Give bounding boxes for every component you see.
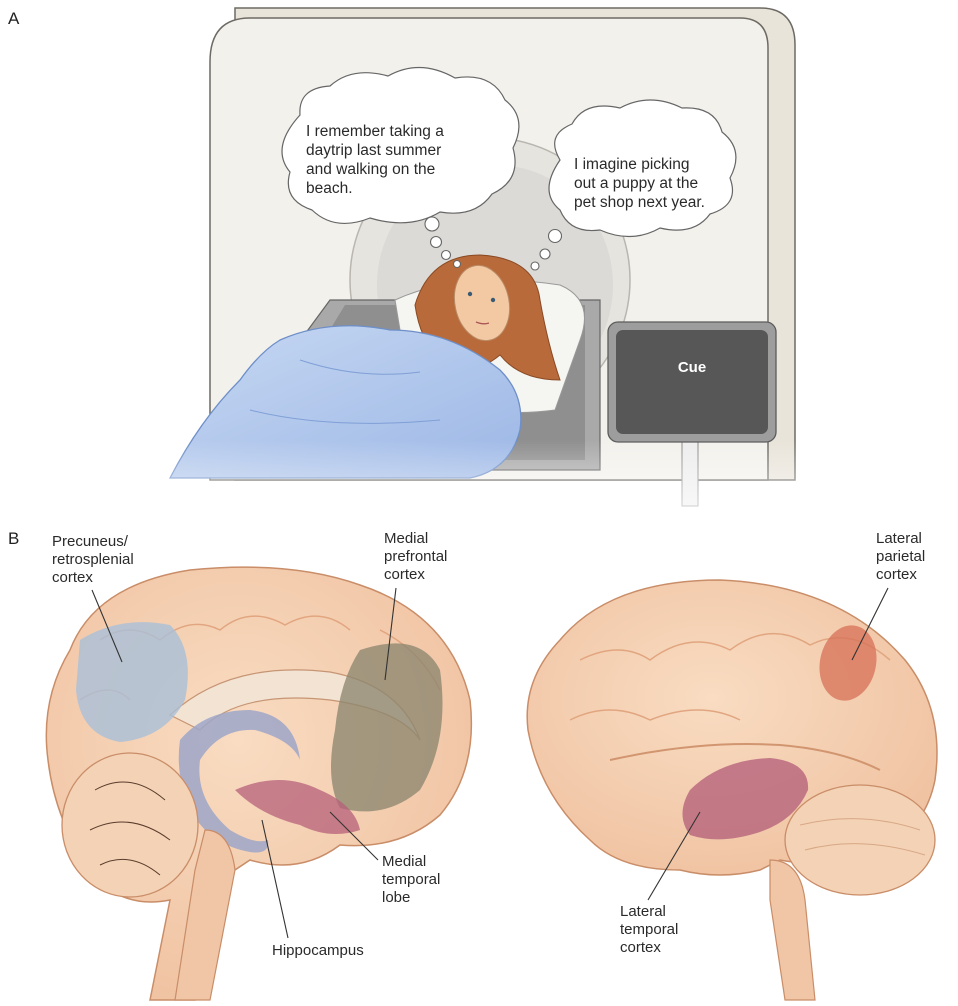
panel-b-letter: B [8, 529, 19, 548]
thought-past-line-2: daytrip last summer [306, 142, 441, 159]
cerebellum [62, 753, 198, 897]
label-lateral-parietal-line-3: cortex [876, 566, 917, 583]
label-precuneus-line-1: Precuneus/ [52, 533, 129, 550]
panel-a-letter: A [8, 9, 20, 28]
label-medial-prefrontal-line-2: prefrontal [384, 548, 447, 565]
thought-past-line-4: beach. [306, 180, 353, 197]
lateral-brain [527, 580, 937, 1000]
label-lateral-temporal-line-3: cortex [620, 939, 661, 956]
label-lateral-temporal-line-2: temporal [620, 921, 678, 938]
label-lateral-temporal-line-1: Lateral [620, 903, 666, 920]
label-precuneus-line-3: cortex [52, 569, 93, 586]
label-medial-temporal-line-1: Medial [382, 853, 426, 870]
label-medial-prefrontal-line-3: cortex [384, 566, 425, 583]
label-precuneus-line-2: retrosplenial [52, 551, 134, 568]
lateral-brainstem [770, 860, 815, 1000]
label-lateral-parietal-line-1: Lateral [876, 530, 922, 547]
thought-past-line-1: I remember taking a [306, 123, 444, 140]
label-lateral-parietal-line-2: parietal [876, 548, 925, 565]
thought-past-line-3: and walking on the [306, 161, 435, 178]
label-medial-temporal-line-3: lobe [382, 889, 410, 906]
thought-future-line-2: out a puppy at the [574, 175, 698, 192]
thought-future-line-1: I imagine picking [574, 156, 689, 173]
thought-future-line-3: pet shop next year. [574, 194, 705, 211]
label-medial-prefrontal-line-1: Medial [384, 530, 428, 547]
label-hippocampus-line-1: Hippocampus [272, 942, 364, 959]
lateral-cerebellum [785, 785, 935, 895]
cue-label: Cue [678, 359, 706, 376]
label-medial-temporal-line-2: temporal [382, 871, 440, 888]
